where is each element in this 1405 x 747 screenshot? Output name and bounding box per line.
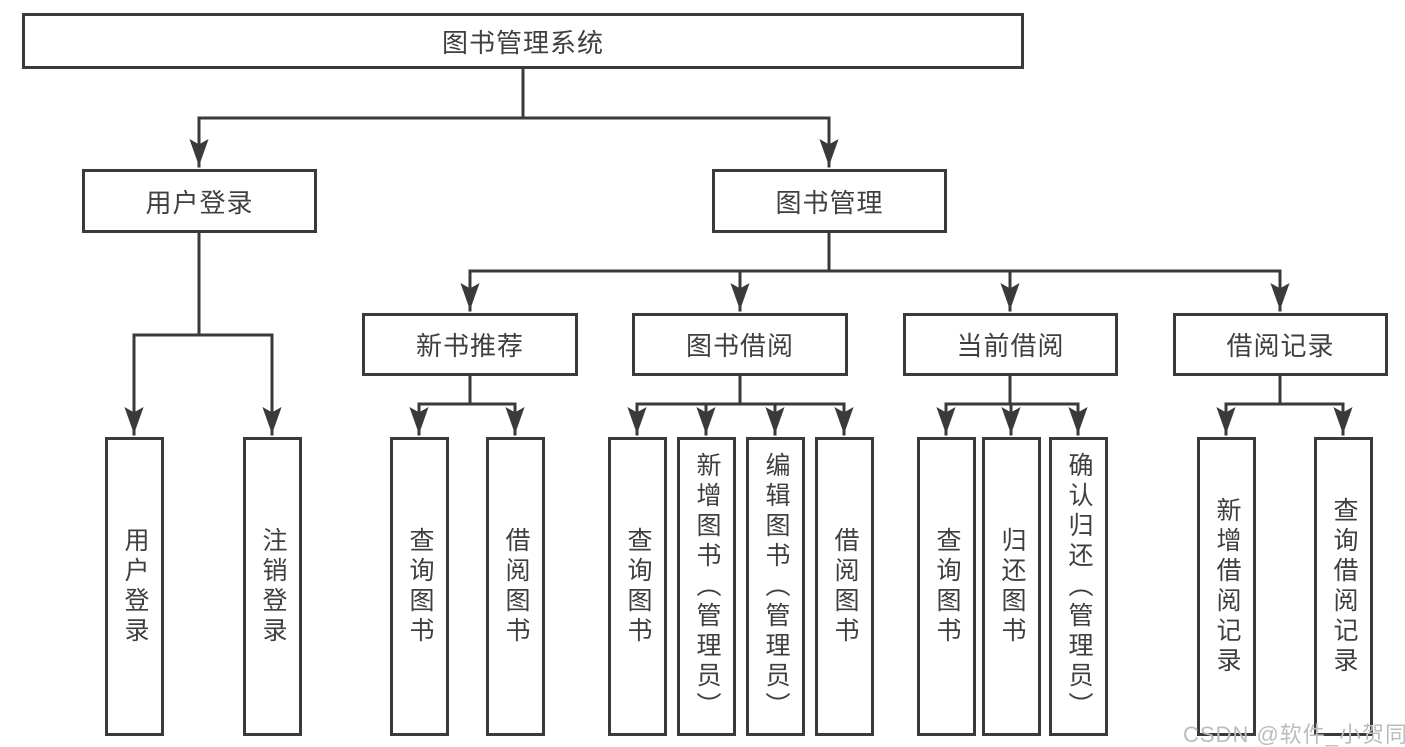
leaf-br-query-record: 查询借阅记录	[1314, 437, 1373, 736]
leaf-nb-borrow-books: 借阅图书	[486, 437, 545, 736]
leaf-cb-query-books-label: 查询图书	[933, 526, 961, 647]
leaf-logout-label: 注销登录	[259, 526, 287, 647]
leaf-bb-query-books-label: 查询图书	[624, 526, 652, 647]
node-book-borrowing-label: 图书借阅	[685, 331, 794, 361]
node-borrow-records: 借阅记录	[1173, 313, 1388, 376]
node-current-borrowing: 当前借阅	[903, 313, 1118, 376]
leaf-cb-return-book: 归还图书	[982, 437, 1041, 736]
node-root-label: 图书管理系统	[441, 27, 604, 58]
node-book-management-label: 图书管理	[775, 187, 884, 218]
leaf-logout: 注销登录	[243, 437, 302, 736]
leaf-cb-confirm-return-admin: 确认归还（管理员）	[1049, 437, 1108, 736]
leaf-nb-query-books-label: 查询图书	[406, 526, 434, 647]
node-book-borrowing: 图书借阅	[632, 313, 848, 376]
node-root: 图书管理系统	[22, 13, 1024, 69]
leaf-nb-borrow-books-label: 借阅图书	[502, 526, 530, 647]
leaf-br-add-record: 新增借阅记录	[1197, 437, 1256, 736]
leaf-bb-borrow-books: 借阅图书	[815, 437, 874, 736]
leaf-cb-return-book-label: 归还图书	[998, 526, 1026, 647]
leaf-br-query-record-label: 查询借阅记录	[1330, 496, 1358, 677]
node-borrow-records-label: 借阅记录	[1226, 331, 1335, 361]
leaf-user-login-label: 用户登录	[121, 526, 149, 647]
leaf-bb-edit-book-admin: 编辑图书（管理员）	[746, 437, 805, 736]
node-new-book-recommend-label: 新书推荐	[415, 331, 524, 361]
leaf-bb-query-books: 查询图书	[608, 437, 667, 736]
node-new-book-recommend: 新书推荐	[362, 313, 578, 376]
node-book-management: 图书管理	[712, 169, 947, 233]
leaf-bb-add-book-admin-label: 新增图书（管理员）	[693, 451, 721, 722]
node-user-login: 用户登录	[82, 169, 317, 233]
leaf-cb-confirm-return-admin-label: 确认归还（管理员）	[1065, 451, 1093, 722]
node-current-borrowing-label: 当前借阅	[956, 331, 1065, 361]
node-user-login-label: 用户登录	[145, 187, 254, 218]
leaf-br-add-record-label: 新增借阅记录	[1213, 496, 1241, 677]
leaf-cb-query-books: 查询图书	[917, 437, 976, 736]
leaf-user-login: 用户登录	[105, 437, 164, 736]
leaf-bb-edit-book-admin-label: 编辑图书（管理员）	[762, 451, 790, 722]
leaf-nb-query-books: 查询图书	[390, 437, 449, 736]
leaf-bb-add-book-admin: 新增图书（管理员）	[677, 437, 736, 736]
csdn-watermark: CSDN @软件_小贺同学	[1183, 722, 1405, 747]
leaf-bb-borrow-books-label: 借阅图书	[831, 526, 859, 647]
